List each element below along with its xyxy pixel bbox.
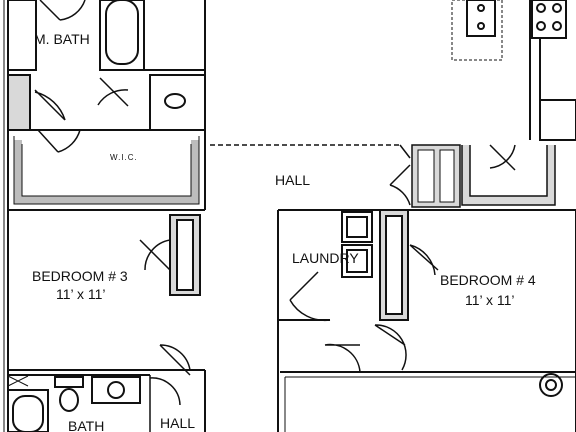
dryer: [341, 244, 373, 278]
kitchen-sink: [466, 0, 496, 37]
bedroom3-door-swing: [139, 239, 171, 271]
lower-vanity: [91, 376, 141, 404]
washer: [341, 211, 373, 243]
label-hall-main: HALL: [275, 172, 310, 188]
label-bedroom3-size: 11’ x 11’: [56, 286, 106, 302]
water-heater: [539, 373, 563, 397]
wic-shelf: [14, 140, 199, 204]
upper-closet-door: [489, 144, 516, 171]
kitchen-island: [451, 0, 503, 61]
master-closet-block: [7, 74, 31, 131]
bedroom4-door-swing: [409, 244, 439, 276]
bedroom3-door-2: [159, 344, 191, 376]
kitchen-cooktop: [531, 0, 567, 39]
lower-toilet-tank: [54, 376, 84, 388]
label-bedroom3-name: BEDROOM # 3: [32, 268, 128, 284]
lower-sink: [107, 381, 125, 399]
toilet-room: [149, 74, 206, 131]
label-bath: BATH: [68, 418, 104, 432]
toilet-master: [164, 93, 186, 109]
pantry-door-swing: [389, 164, 411, 206]
label-hall-lower: HALL: [160, 415, 195, 431]
bath-door-swing: [149, 375, 181, 432]
refrigerator: [539, 99, 576, 141]
master-door-swing: [39, 0, 86, 21]
bedroom4-wall: [410, 209, 576, 432]
kitchen-counter: [529, 0, 576, 141]
label-laundry: LAUNDRY: [292, 250, 359, 266]
label-wic: W.I.C.: [110, 153, 138, 162]
laundry-door-swing: [289, 271, 331, 322]
laundry-door-2: [374, 324, 407, 371]
label-master-bath: M. BATH: [34, 31, 90, 47]
label-bedroom4-size: 11’ x 11’: [465, 292, 515, 308]
wic-door-swing: [37, 129, 81, 153]
toilet-lower: [59, 388, 79, 412]
master-vanity: [7, 0, 37, 71]
bathtub-lower: [7, 389, 49, 432]
label-bedroom4-name: BEDROOM # 4: [440, 272, 536, 288]
hall-door-swing: [324, 343, 361, 373]
